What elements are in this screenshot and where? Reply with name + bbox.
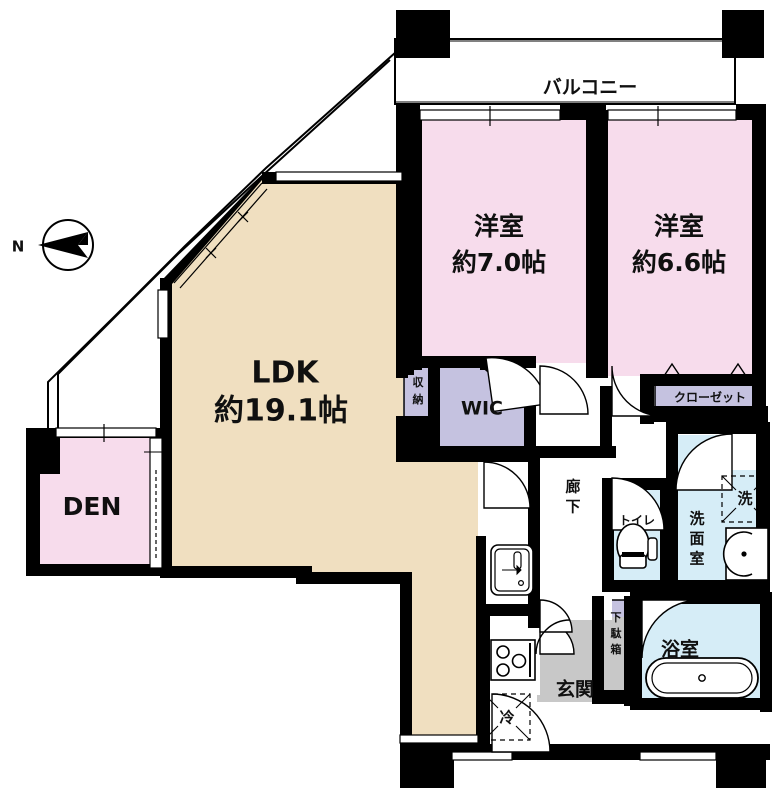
refrigerator-space-icon (483, 693, 531, 741)
windows (55, 106, 737, 761)
closet-hanger-marks (655, 362, 765, 378)
label-closet: クローゼット (674, 390, 746, 405)
label-bedroom-1-size: 約7.0帖 (452, 248, 546, 277)
label-ldk-size: 約19.1帖 (214, 394, 348, 429)
label-bedroom-1-name: 洋室 (474, 212, 524, 241)
balcony-outline (394, 38, 736, 105)
label-bedroom-2-name: 洋室 (654, 212, 704, 241)
label-bedroom-2-size: 約6.6帖 (632, 248, 726, 277)
label-compass-n: N (12, 238, 25, 256)
label-corridor-1: 廊 (565, 478, 580, 496)
label-fridge: 冷 (499, 709, 514, 727)
label-laundry: 洗 (737, 490, 752, 508)
label-storage-char-2: 納 (413, 392, 424, 406)
label-getabako-2: 駄 (611, 626, 623, 640)
walls (26, 10, 772, 788)
label-den: DEN (63, 492, 122, 521)
toilet-icon (616, 523, 658, 569)
label-storage-char-1: 収 (413, 376, 425, 389)
label-toilet: トイレ (619, 514, 655, 528)
bathtub-icon (645, 657, 759, 699)
kitchen-sink-icon (490, 544, 534, 596)
exterior-diagonal-wall (47, 51, 397, 432)
north-arrow (38, 219, 94, 271)
kitchen-stove-icon (490, 639, 536, 681)
label-ldk-name: LDK (251, 356, 320, 391)
label-genkan: 玄関 (556, 678, 594, 701)
door-swings (483, 356, 733, 753)
label-getabako-1: 下 (611, 611, 622, 624)
bedroom-1-fill (412, 118, 592, 363)
label-getabako-3: 箱 (611, 642, 622, 656)
label-bathroom: 浴室 (661, 638, 699, 661)
label-washroom-3: 室 (689, 550, 704, 568)
corridor-fill (540, 440, 612, 620)
bedroom-2-fill (604, 118, 756, 376)
washbasin-icon (722, 527, 769, 581)
label-washroom-1: 洗 (689, 510, 704, 528)
label-balcony: バルコニー (543, 77, 638, 99)
label-corridor-2: 下 (565, 498, 580, 516)
label-washroom-2: 面 (689, 530, 704, 548)
washing-machine-space-icon (721, 475, 769, 523)
ldk-lower-fill (403, 560, 478, 745)
label-wic: WIC (461, 398, 503, 420)
